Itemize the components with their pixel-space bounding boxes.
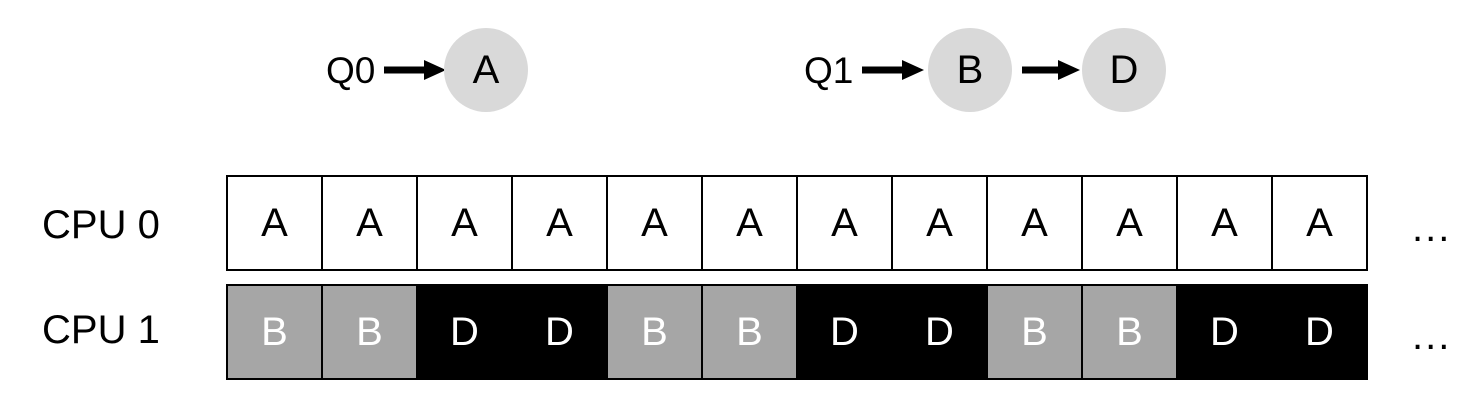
timeline-cell-label: A (641, 201, 668, 245)
timeline-cell: D (1271, 284, 1368, 380)
queue-node-label: D (1109, 48, 1139, 92)
timeline-cell-label: D (1305, 310, 1334, 354)
timeline-cell-label: A (1306, 201, 1333, 245)
arrow-icon (384, 60, 446, 80)
timeline-cell-label: B (1116, 310, 1143, 354)
queue-label-q0: Q0 (326, 50, 376, 91)
timeline-cell-label: A (831, 201, 858, 245)
timeline-cell-label: B (261, 310, 288, 354)
queue-node-b: B (928, 28, 1012, 112)
timeline-cell-label: A (1211, 201, 1238, 245)
timeline-continuation-cpu1: ... (1412, 314, 1452, 358)
queue-node-d: D (1082, 28, 1166, 112)
timeline-cell: A (416, 175, 513, 271)
timeline-cell: D (511, 284, 608, 380)
timeline-cell-label: A (1021, 201, 1048, 245)
timeline-row-label-cpu1: CPU 1 (42, 308, 160, 352)
timeline-cell: D (416, 284, 513, 380)
timeline-cell: A (796, 175, 893, 271)
timeline-cell-label: A (261, 201, 288, 245)
timeline-cell: A (1081, 175, 1178, 271)
arrow-icon (1022, 60, 1080, 80)
timeline-cell: A (1176, 175, 1273, 271)
queue-node-label: A (472, 48, 500, 92)
timeline-cell: A (1271, 175, 1368, 271)
arrow-icon (862, 60, 924, 80)
timeline-cell-label: A (1116, 201, 1143, 245)
timeline-cell: A (226, 175, 323, 271)
queue-diagram: Q0 A Q1 B D (0, 0, 1484, 150)
timeline-cell-label: B (1021, 310, 1048, 354)
timeline-cell: A (321, 175, 418, 271)
timeline-cell: A (511, 175, 608, 271)
timeline-continuation-cpu0: ... (1412, 206, 1452, 250)
queue-label-q1: Q1 (804, 50, 854, 91)
timeline-cell: A (891, 175, 988, 271)
timeline-cell-label: D (830, 310, 859, 354)
timeline-cell-label: D (1210, 310, 1239, 354)
timeline-cell: D (1176, 284, 1273, 380)
timeline-cell-label: B (356, 310, 383, 354)
timeline-cell: A (606, 175, 703, 271)
timeline-cell-label: A (356, 201, 383, 245)
timeline-cell: A (986, 175, 1083, 271)
timeline-row-label-cpu0: CPU 0 (42, 203, 160, 247)
timeline-cell-label: B (641, 310, 668, 354)
timeline-cell: D (891, 284, 988, 380)
timeline-cell-label: D (545, 310, 574, 354)
timeline-cell-label: A (926, 201, 953, 245)
timeline-cell-label: D (925, 310, 954, 354)
timeline-cell: B (226, 284, 323, 380)
timeline-cell: B (606, 284, 703, 380)
timeline-cell: B (1081, 284, 1178, 380)
timeline-cell: D (796, 284, 893, 380)
timeline-cell: B (986, 284, 1083, 380)
queue-node-label: B (956, 48, 984, 92)
timeline-cell-label: A (736, 201, 763, 245)
timeline-cell: A (701, 175, 798, 271)
timeline-cell-label: A (451, 201, 478, 245)
timeline-cell: B (321, 284, 418, 380)
timeline-cell-label: B (736, 310, 763, 354)
timeline-cell-label: A (546, 201, 573, 245)
timeline-cell: B (701, 284, 798, 380)
timeline-cell-label: D (450, 310, 479, 354)
queue-node-a: A (444, 28, 528, 112)
